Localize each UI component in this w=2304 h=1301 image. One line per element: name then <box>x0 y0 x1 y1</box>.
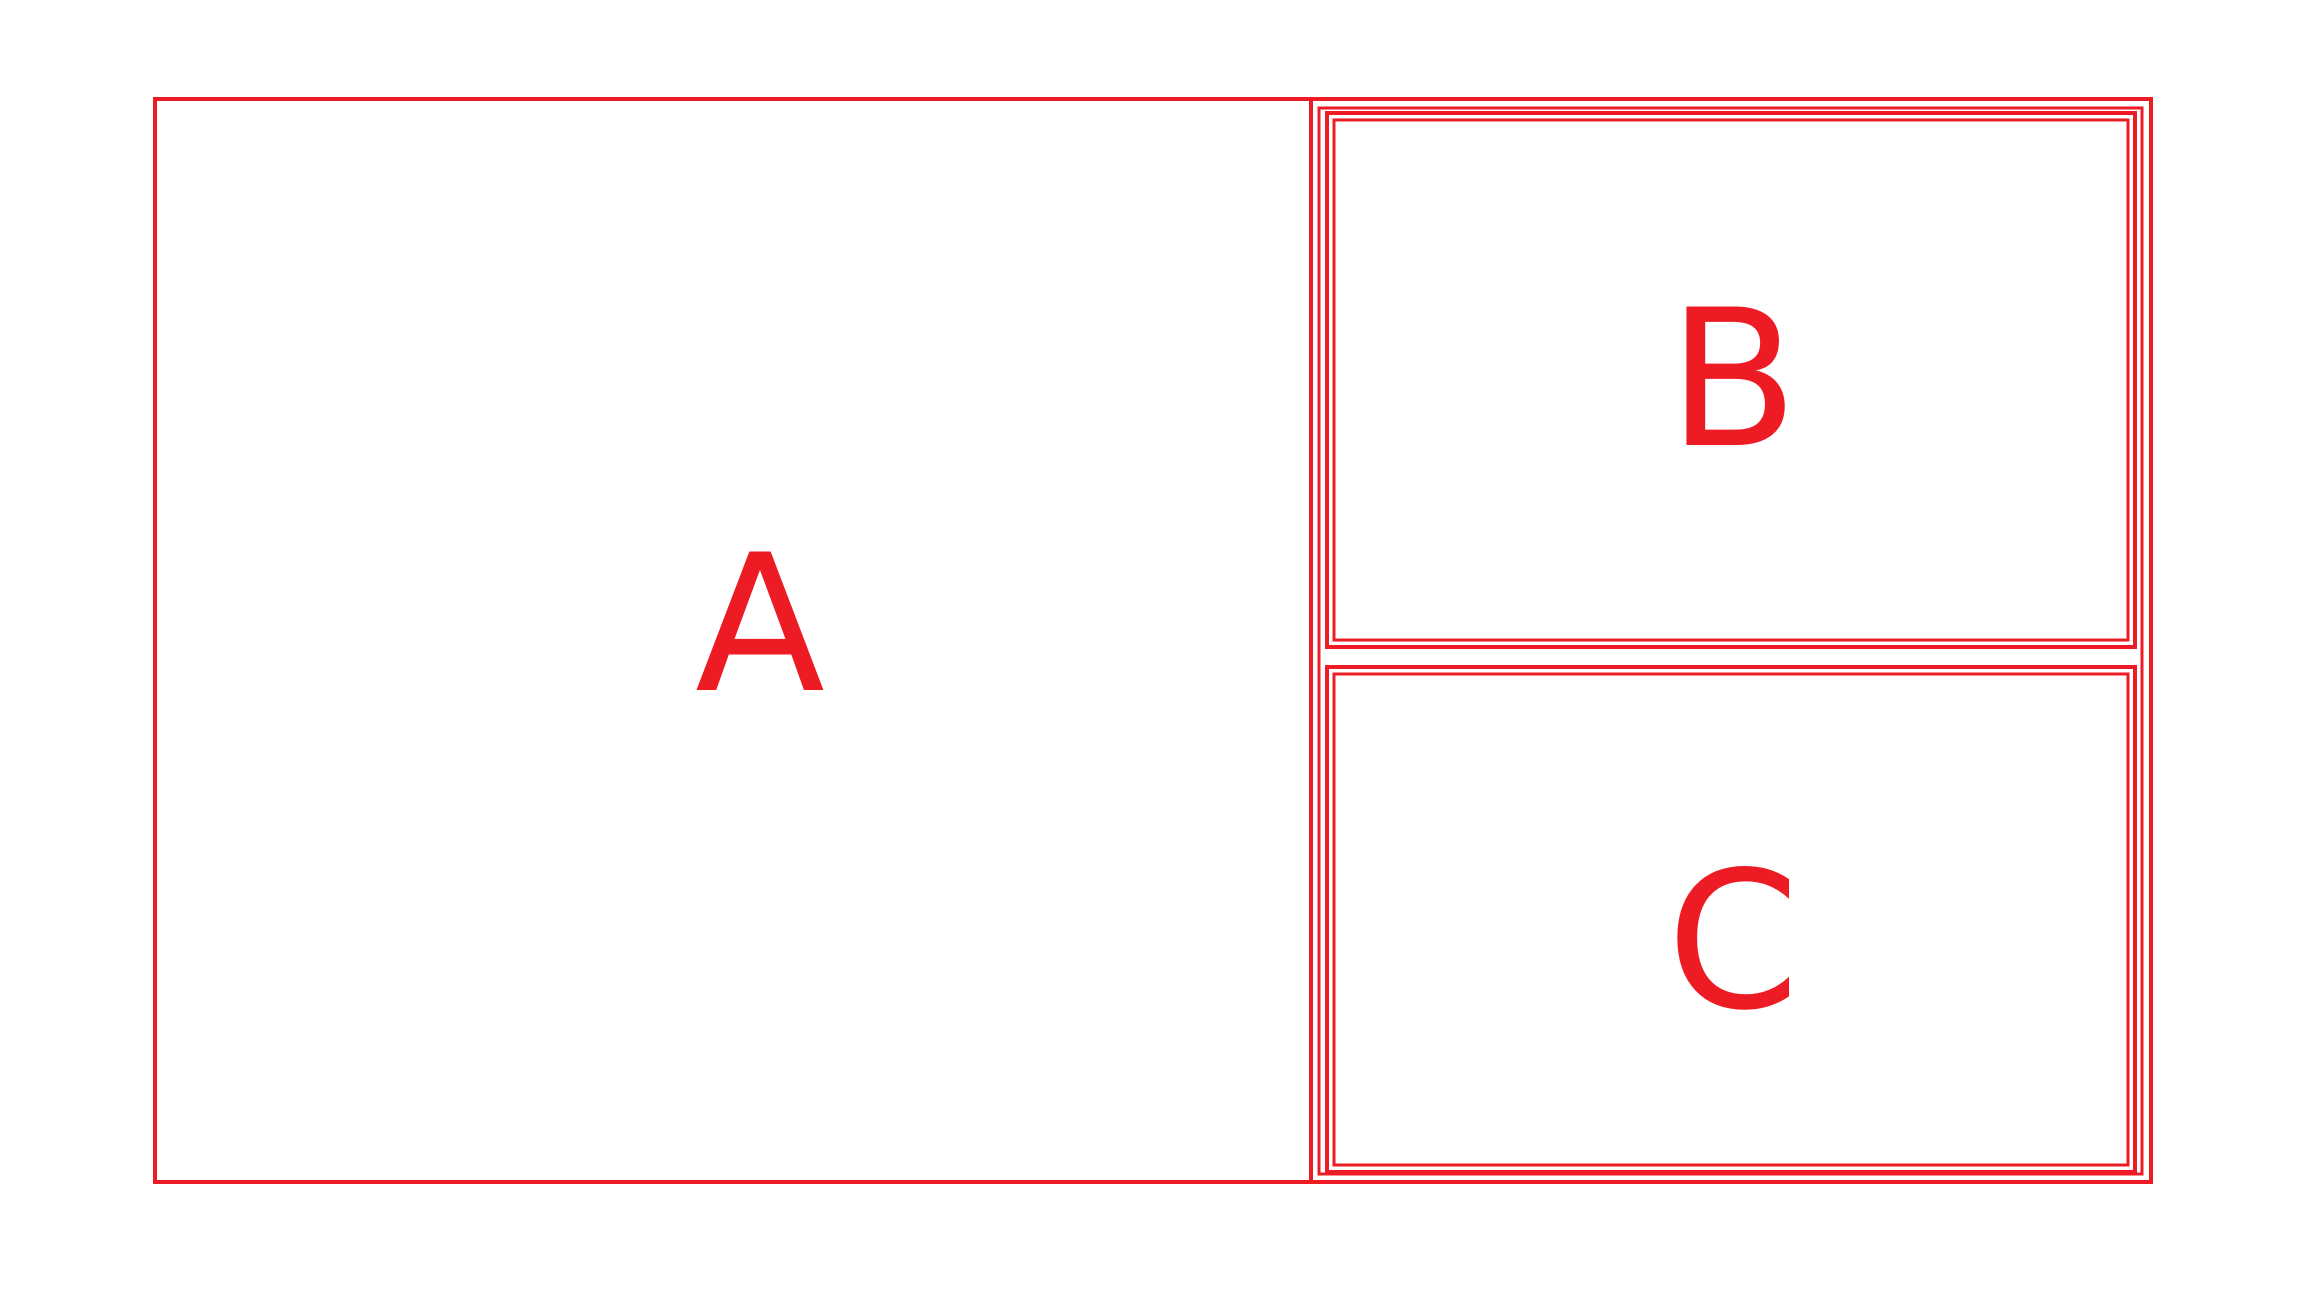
right-column-outer-border <box>1309 97 2153 1184</box>
panel-b-inner-border <box>1332 118 2130 642</box>
panel-c-outer-border <box>1325 665 2137 1174</box>
panel-b-outer-border <box>1325 111 2137 649</box>
panel-a-label: A <box>695 514 825 735</box>
panel-c-label: C <box>1667 831 1800 1052</box>
panel-b-label: B <box>1668 269 1798 490</box>
panel-c-inner-border <box>1332 672 2130 1167</box>
